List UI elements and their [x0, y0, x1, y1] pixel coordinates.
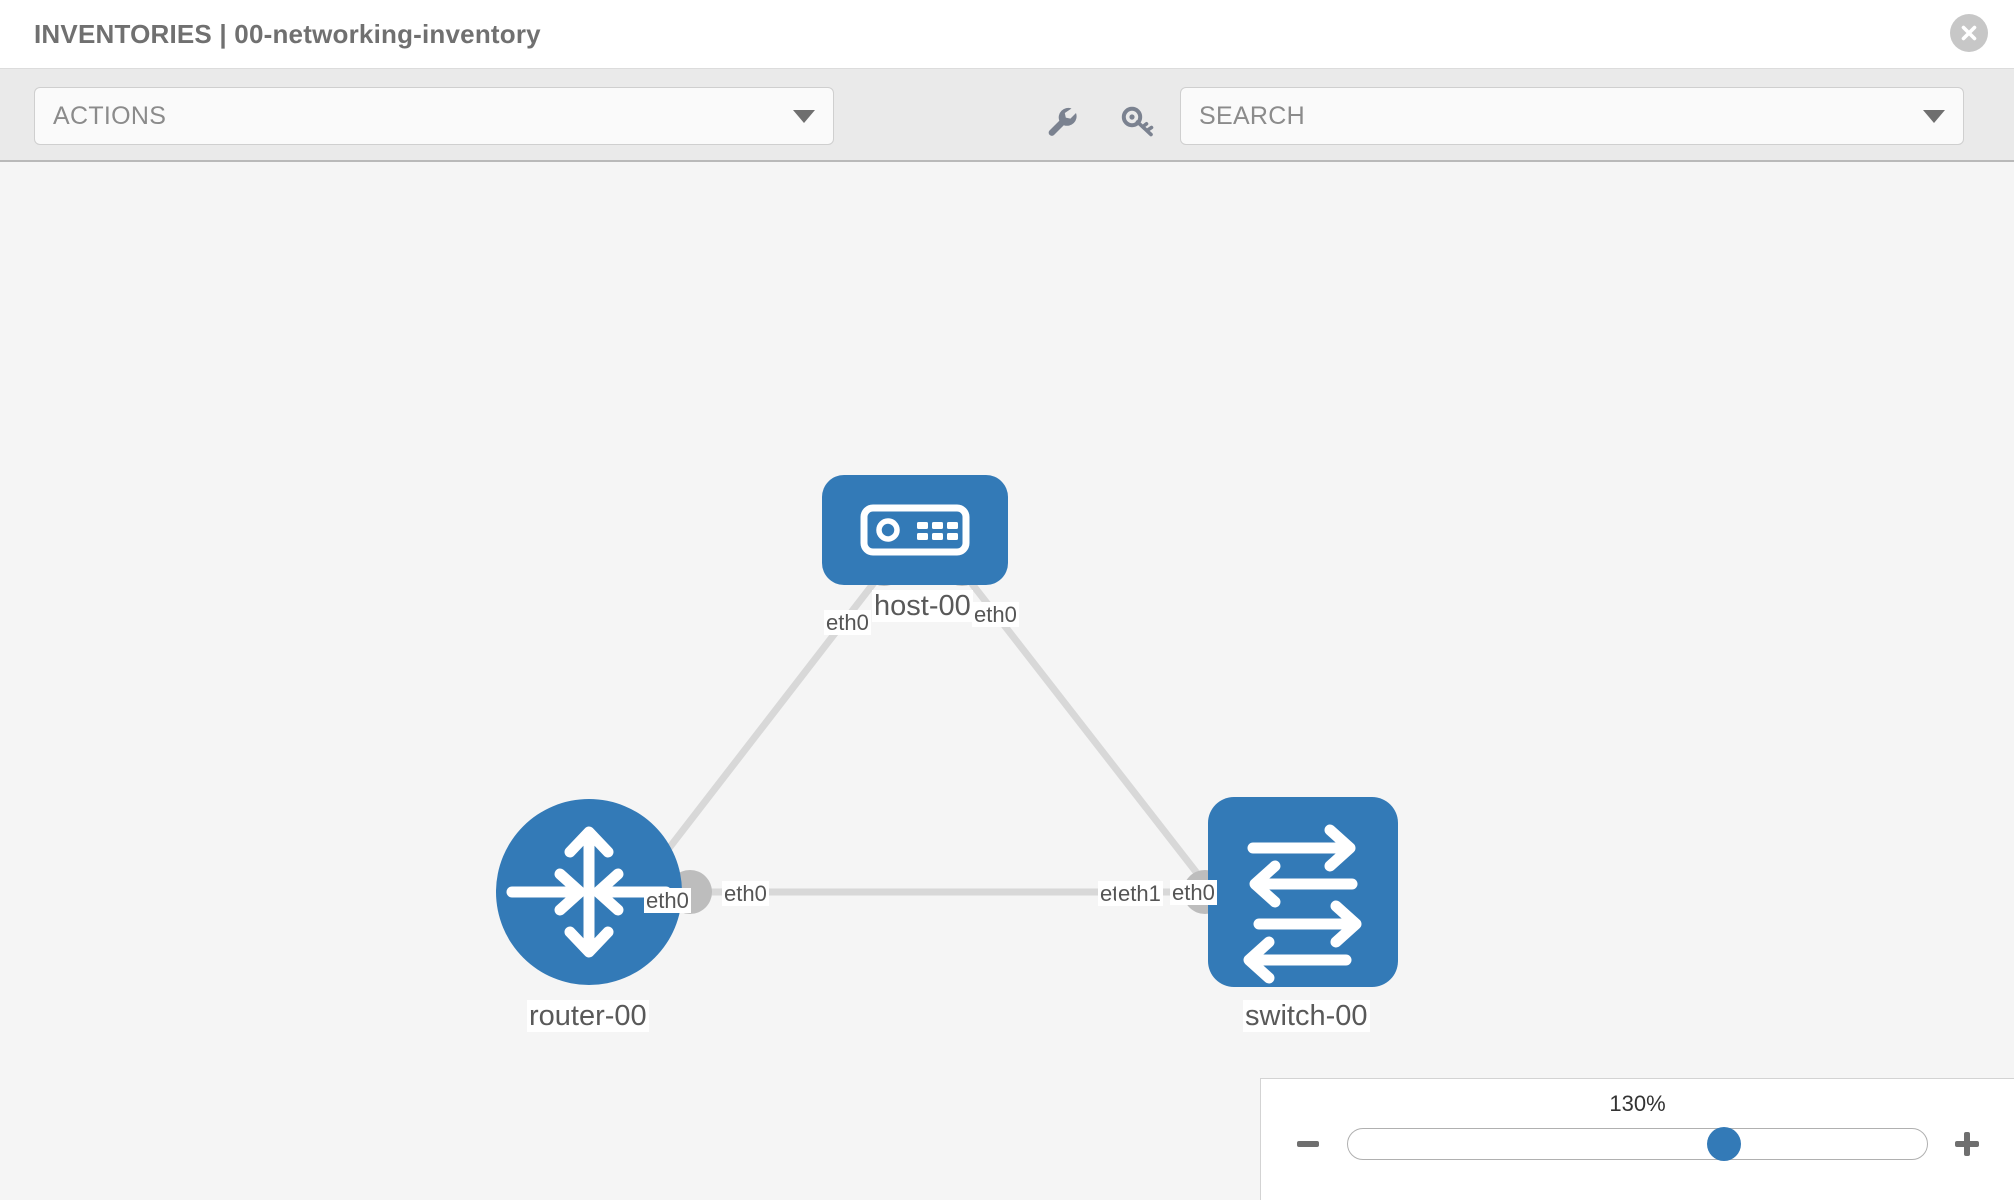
zoom-in-button[interactable]: [1950, 1127, 1984, 1161]
key-icon[interactable]: [1118, 101, 1158, 146]
node-switch-00: [1208, 797, 1398, 987]
chevron-down-icon: [1923, 109, 1945, 123]
iface-label-router-up: eth0: [644, 888, 691, 914]
actions-dropdown-label: ACTIONS: [53, 101, 167, 130]
iface-label-router-right: eth0: [722, 881, 769, 907]
node-label-host-00: host-00: [872, 590, 973, 623]
node-label-router-00: router-00: [527, 1000, 649, 1033]
iface-label-switch-up: eth0: [1170, 880, 1217, 906]
iface-label-host-left: eth0: [824, 610, 871, 636]
zoom-percent-label: 130%: [1609, 1091, 1666, 1116]
zoom-control: 130%: [1260, 1078, 2014, 1200]
close-icon[interactable]: [1950, 14, 1988, 52]
toolbar: ACTIONS SEARCH: [0, 68, 2014, 162]
wrench-icon[interactable]: [1040, 101, 1080, 146]
switch-arrows-icon: [1243, 824, 1362, 984]
node-host-00: [822, 475, 1008, 585]
search-placeholder: SEARCH: [1199, 101, 1305, 130]
iface-label-host-right: eth0: [972, 602, 1019, 628]
search-input[interactable]: SEARCH: [1180, 87, 1964, 145]
zoom-out-button[interactable]: [1291, 1127, 1325, 1161]
chevron-down-icon: [793, 109, 815, 123]
iface-label-switch-left-over: eth1: [1116, 881, 1163, 907]
zoom-slider-row: [1291, 1127, 1984, 1161]
node-router-00: [496, 799, 682, 985]
zoom-slider-thumb[interactable]: [1707, 1127, 1742, 1161]
node-label-switch-00: switch-00: [1243, 1000, 1370, 1033]
page-header: INVENTORIES | 00-networking-inventory: [0, 0, 2014, 68]
server-icon: [860, 504, 970, 556]
toolbar-icon-group: [1040, 101, 1158, 146]
topology-canvas[interactable]: host-00 eth0 eth0 eth0 eth0 eth0 eth0 et…: [0, 162, 2014, 1200]
page-title: INVENTORIES | 00-networking-inventory: [34, 18, 541, 49]
zoom-slider[interactable]: [1347, 1127, 1928, 1161]
actions-dropdown[interactable]: ACTIONS: [34, 87, 834, 145]
